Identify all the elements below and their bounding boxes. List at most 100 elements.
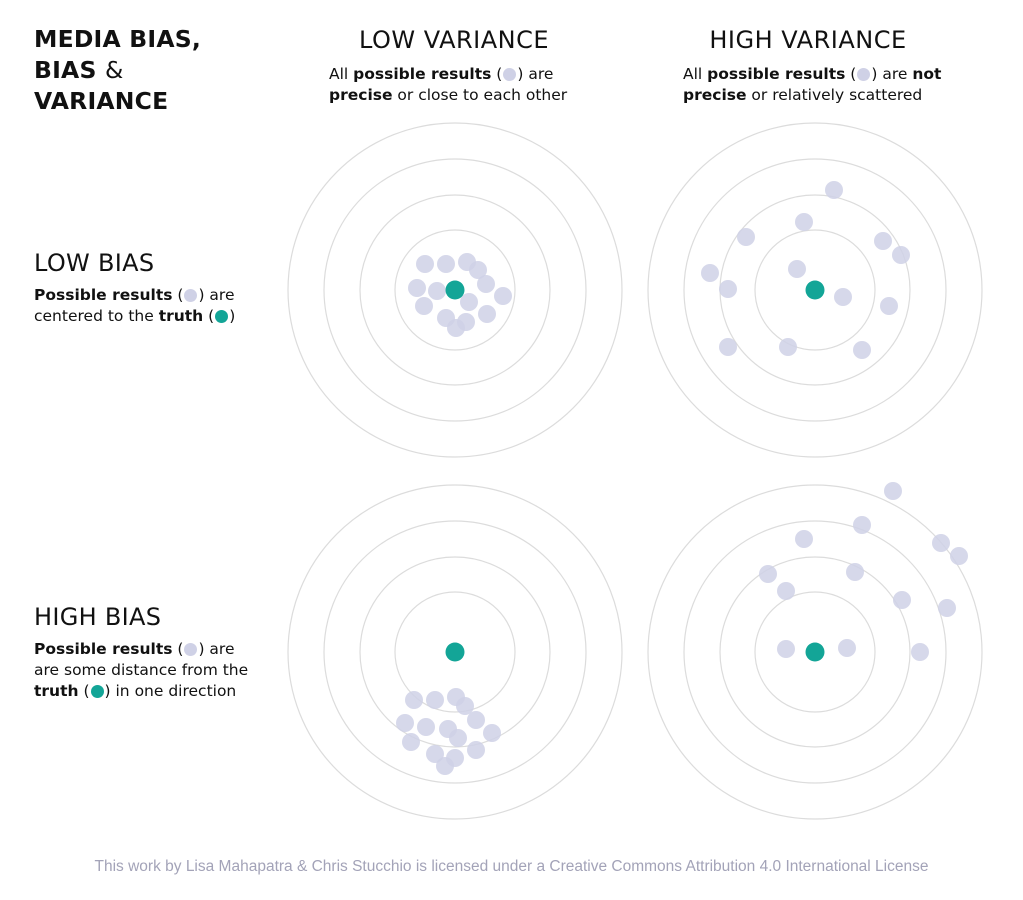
possible-result-dot	[838, 639, 856, 657]
target-ring	[323, 520, 587, 784]
possible-result-dot	[795, 530, 813, 548]
possible-result-dot	[701, 264, 719, 282]
desc-bold: possible results	[707, 65, 846, 83]
possible-result-dot	[834, 288, 852, 306]
page-title: MEDIA BIAS, BIAS & VARIANCE	[34, 24, 201, 117]
possible-result-dot	[426, 745, 444, 763]
desc-text: ) are	[517, 65, 554, 83]
result-legend-dot	[184, 289, 198, 302]
truth-dot	[445, 642, 465, 662]
column-header-high-variance: HIGH VARIANCE All possible results () ar…	[683, 26, 1003, 106]
target-high-bias-high-variance	[647, 482, 983, 820]
target-ring	[647, 122, 983, 458]
possible-result-dot	[950, 547, 968, 565]
possible-result-dot	[719, 338, 737, 356]
possible-result-dot	[494, 287, 512, 305]
possible-result-dot	[777, 582, 795, 600]
desc-text: ) are	[871, 65, 913, 83]
desc-text: centered to the	[34, 307, 159, 325]
desc-text: (	[845, 65, 857, 83]
target-ring	[754, 591, 876, 713]
possible-result-dot	[426, 691, 444, 709]
possible-result-dot	[467, 741, 485, 759]
desc-text: )	[229, 307, 236, 325]
desc-text: (	[78, 682, 90, 700]
possible-result-dot	[911, 643, 929, 661]
target-ring	[683, 520, 947, 784]
possible-result-dot	[483, 724, 501, 742]
desc-bold: truth	[34, 682, 79, 700]
truth-legend-dot	[215, 310, 229, 323]
desc-bold: Possible results	[34, 640, 173, 658]
possible-result-dot	[874, 232, 892, 250]
column-heading: HIGH VARIANCE	[709, 26, 907, 54]
possible-result-dot	[788, 260, 806, 278]
possible-result-dot	[460, 293, 478, 311]
desc-bold: precise	[329, 86, 393, 104]
title-line-3: VARIANCE	[34, 87, 169, 115]
possible-result-dot	[408, 279, 426, 297]
desc-text: (	[172, 640, 184, 658]
possible-result-dot	[467, 711, 485, 729]
row-heading: HIGH BIAS	[34, 603, 162, 631]
target-ring	[323, 158, 587, 422]
possible-result-dot	[932, 534, 950, 552]
desc-bold: not	[912, 65, 942, 83]
possible-result-dot	[880, 297, 898, 315]
possible-result-dot	[938, 599, 956, 617]
possible-result-dot	[853, 516, 871, 534]
possible-result-dot	[893, 591, 911, 609]
result-legend-dot	[857, 68, 871, 81]
row-heading: LOW BIAS	[34, 249, 155, 277]
target-low-bias-high-variance	[647, 122, 983, 458]
desc-bold: Possible results	[34, 286, 173, 304]
desc-text: or close to each other	[392, 86, 568, 104]
possible-result-dot	[447, 319, 465, 337]
result-legend-dot	[503, 68, 517, 81]
possible-result-dot	[449, 729, 467, 747]
target-ring	[683, 158, 947, 422]
column-description: All possible results () are not precise …	[683, 64, 1003, 106]
possible-result-dot	[892, 246, 910, 264]
truth-dot	[805, 642, 825, 662]
row-header-low-bias: LOW BIAS Possible results () are centere…	[34, 249, 294, 327]
title-line-2: BIAS &	[34, 55, 201, 86]
possible-result-dot	[825, 181, 843, 199]
possible-result-dot	[884, 482, 902, 500]
desc-text: or relatively scattered	[746, 86, 923, 104]
possible-result-dot	[779, 338, 797, 356]
target-ring	[647, 484, 983, 820]
result-legend-dot	[184, 643, 198, 656]
target-ring	[394, 591, 516, 713]
possible-result-dot	[437, 255, 455, 273]
target-high-bias-low-variance	[287, 484, 623, 820]
license-footer: This work by Lisa Mahapatra & Chris Stuc…	[94, 858, 929, 875]
truth-legend-dot	[90, 685, 104, 698]
desc-bold: possible results	[353, 65, 492, 83]
target-ring	[287, 122, 623, 458]
possible-result-dot	[456, 697, 474, 715]
desc-text: (	[172, 286, 184, 304]
desc-text: are some distance from the	[34, 661, 249, 679]
truth-dot	[445, 280, 465, 300]
target-low-bias-low-variance	[287, 122, 623, 458]
possible-result-dot	[478, 305, 496, 323]
title-line-1: MEDIA BIAS,	[34, 25, 201, 53]
truth-dot	[805, 280, 825, 300]
possible-result-dot	[795, 213, 813, 231]
desc-text: All	[329, 65, 354, 83]
target-ring	[754, 229, 876, 351]
possible-result-dot	[469, 261, 487, 279]
possible-result-dot	[719, 280, 737, 298]
possible-result-dot	[415, 297, 433, 315]
row-header-high-bias: HIGH BIAS Possible results () are are so…	[34, 603, 294, 702]
possible-result-dot	[417, 718, 435, 736]
possible-result-dot	[759, 565, 777, 583]
target-ring	[359, 194, 551, 386]
possible-result-dot	[777, 640, 795, 658]
possible-result-dot	[436, 757, 454, 775]
target-ring	[359, 556, 551, 748]
column-heading: LOW VARIANCE	[358, 26, 550, 54]
title-ampersand: &	[104, 56, 124, 84]
